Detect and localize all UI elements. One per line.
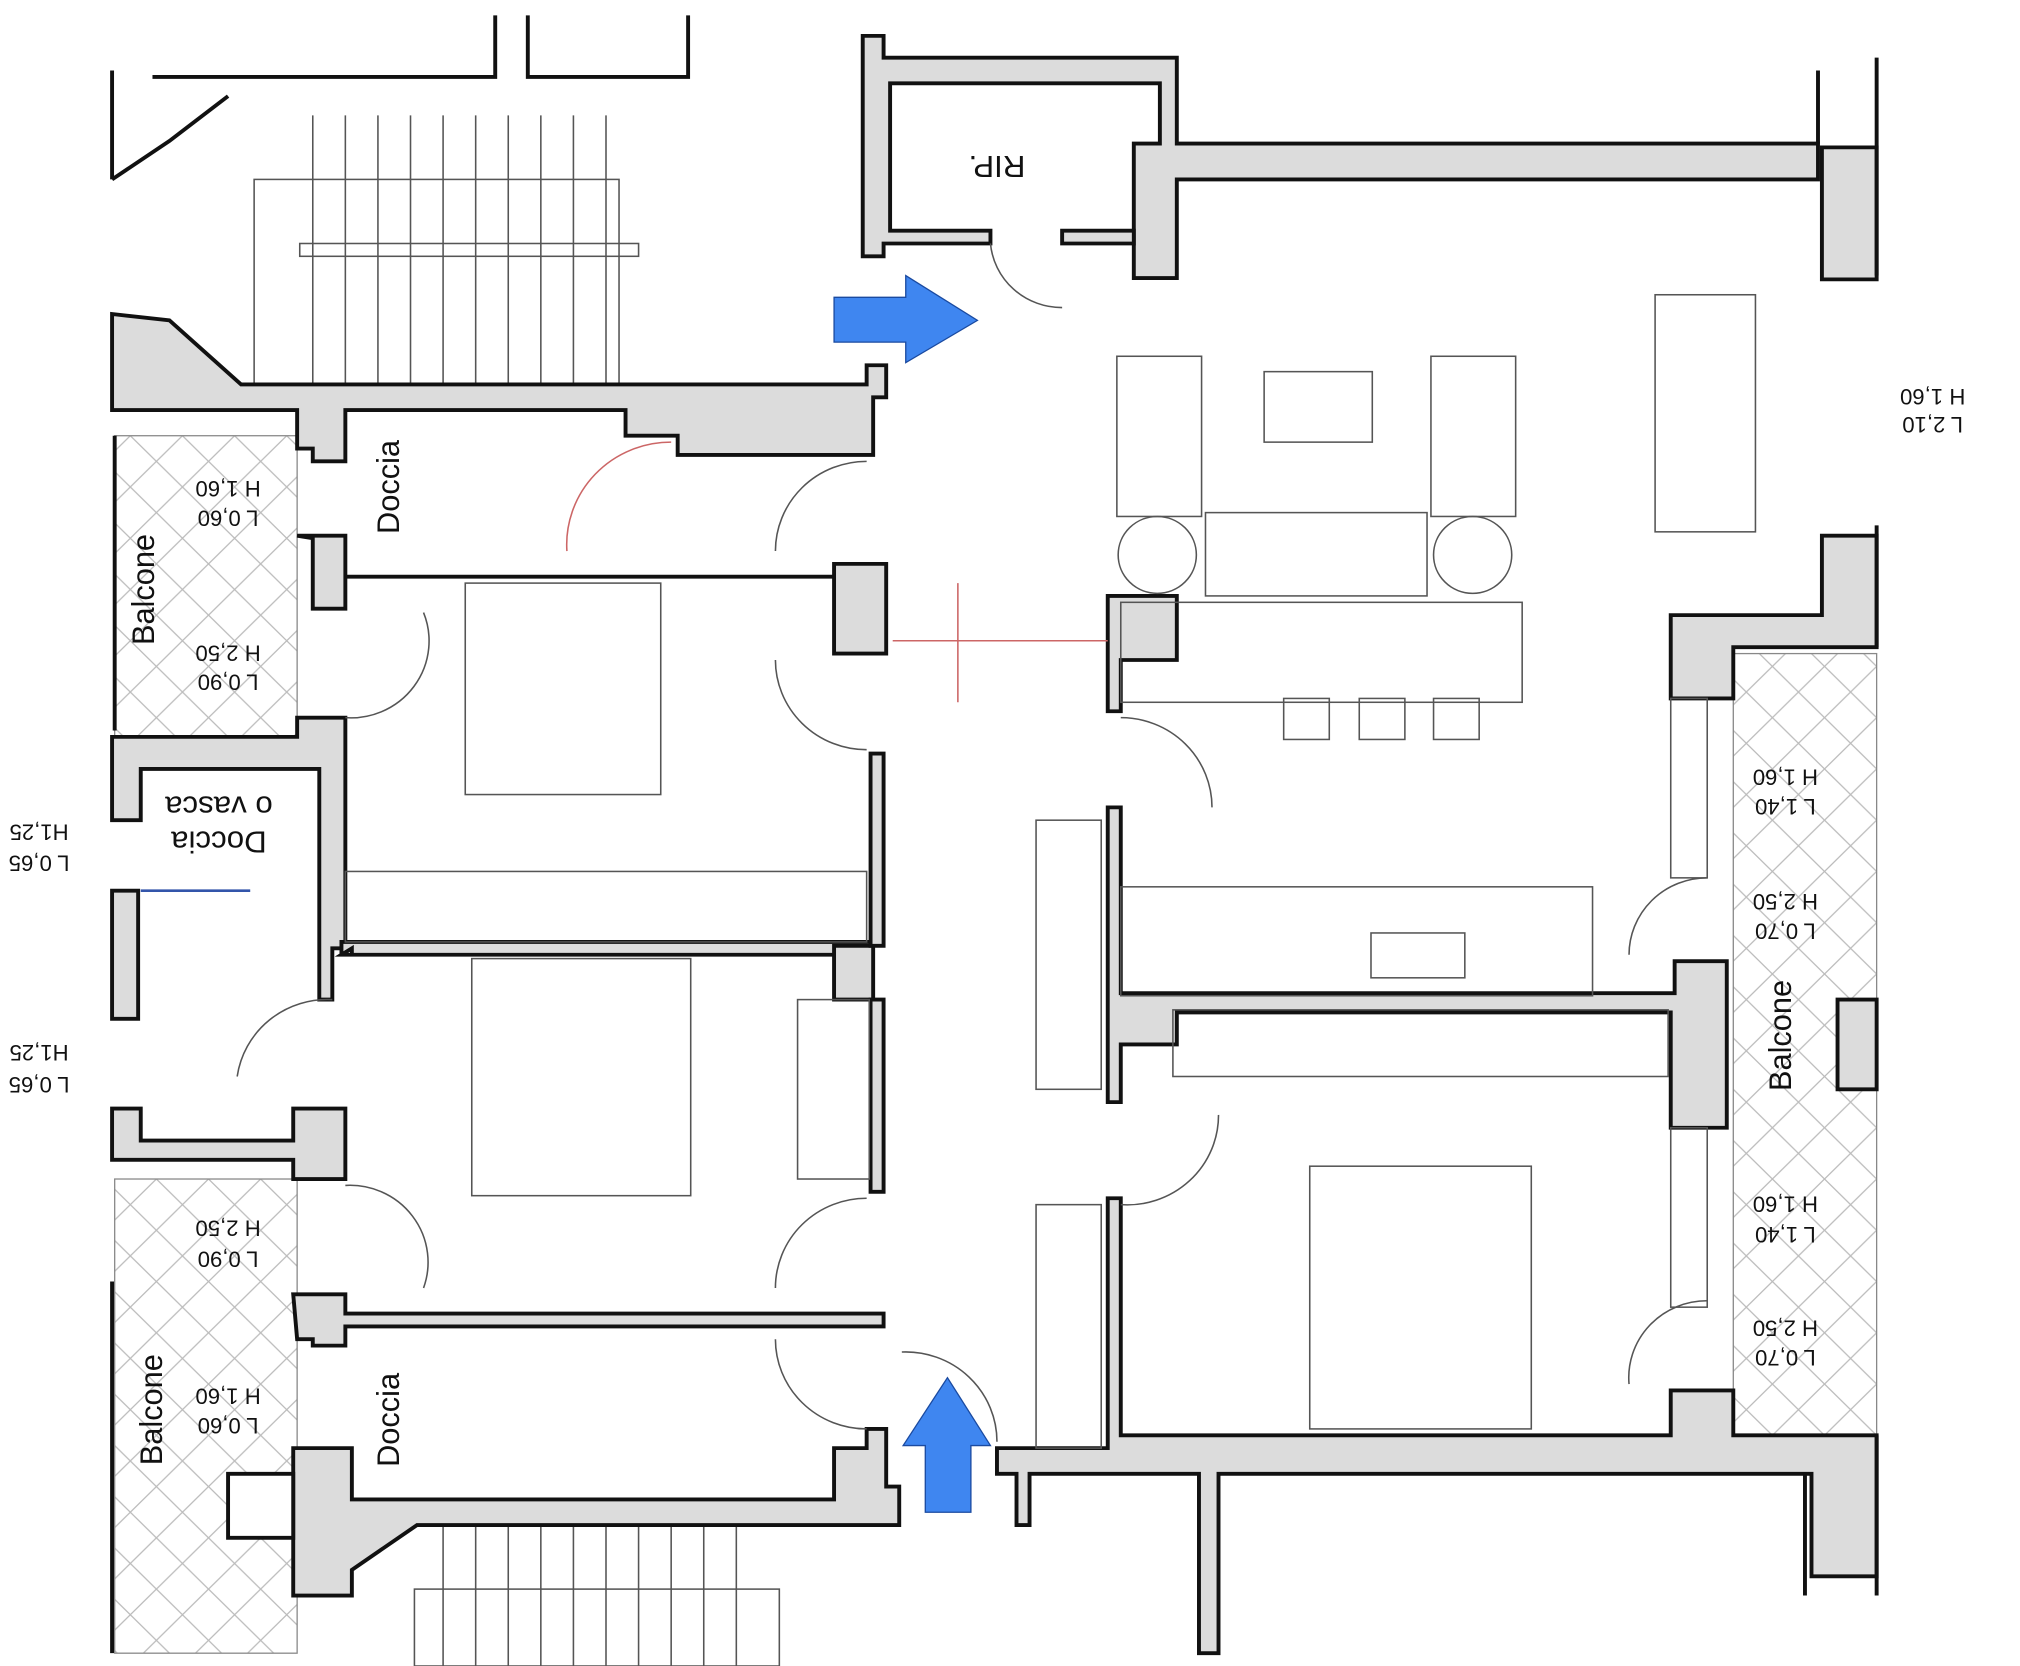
balcony-label: Balcone [126, 534, 161, 645]
window-width: L 0,70 [1755, 1345, 1816, 1370]
wardrobe [344, 870, 868, 943]
window-width: L 2,10 [1902, 412, 1963, 437]
stairwell-bottom [413, 1525, 781, 1666]
door-swings [236, 243, 1708, 1442]
stairwell-top [253, 115, 640, 386]
window-height: H1,25 [10, 820, 69, 845]
window-width: L 0,90 [198, 670, 259, 695]
shower-label: Doccia [371, 439, 406, 534]
wardrobe [796, 998, 871, 1180]
walls [110, 15, 1879, 1656]
cooktop [1370, 932, 1466, 979]
window-width: L 0,90 [198, 1246, 259, 1271]
window-height: H 2,50 [1753, 1316, 1818, 1341]
shower-or-tub-label-2: o vasca [164, 790, 272, 825]
window-height: H1,25 [10, 1040, 69, 1065]
bed [1308, 1165, 1533, 1430]
window-width: L 0,60 [198, 506, 259, 531]
coffee-table [1263, 370, 1374, 443]
window-width: L 0,65 [9, 850, 70, 875]
window-width: L 1,40 [1755, 794, 1816, 819]
armchair-right [1430, 355, 1517, 518]
window-width: L 0,70 [1755, 918, 1816, 943]
wardrobe [1035, 819, 1103, 1091]
window-dimensions: H 1,60 L 0,60 H 2,50 L 0,90 H1,25 L 0,65… [9, 384, 1966, 1438]
wardrobe [1172, 1009, 1669, 1078]
balcony-label: Balcone [1763, 980, 1798, 1091]
balcony-left-bottom [114, 1178, 298, 1654]
furniture [344, 293, 1757, 1449]
window-width: L 0,60 [198, 1413, 259, 1438]
entrance-arrow-right [833, 274, 979, 364]
window-height: H 2,50 [195, 640, 260, 665]
sofa [1204, 511, 1428, 597]
window-height: H 2,50 [195, 1216, 260, 1241]
bed [464, 582, 662, 796]
storage-label: RIP. [969, 149, 1026, 184]
dining-table [1654, 293, 1757, 533]
window-height: H 1,60 [1753, 1191, 1818, 1216]
shower-or-tub-label-1: Doccia [170, 824, 266, 859]
kitchen-counter [1119, 886, 1594, 997]
armchair-left [1116, 355, 1203, 518]
bed [470, 957, 692, 1197]
wardrobe [1035, 1203, 1103, 1449]
shower-label: Doccia [371, 1372, 406, 1467]
window-height: H 1,60 [195, 1384, 260, 1409]
window-width: L 1,40 [1755, 1222, 1816, 1247]
window-height: H 1,60 [1900, 384, 1965, 409]
window-height: H 1,60 [1753, 765, 1818, 790]
window-width: L 0,65 [9, 1072, 70, 1097]
window-height: H 1,60 [195, 476, 260, 501]
balcony-label: Balcone [134, 1354, 169, 1465]
window-height: H 2,50 [1753, 889, 1818, 914]
balcony-left-top [114, 435, 298, 738]
entrance-arrow-up [901, 1376, 992, 1513]
kitchen-island [1119, 601, 1523, 704]
